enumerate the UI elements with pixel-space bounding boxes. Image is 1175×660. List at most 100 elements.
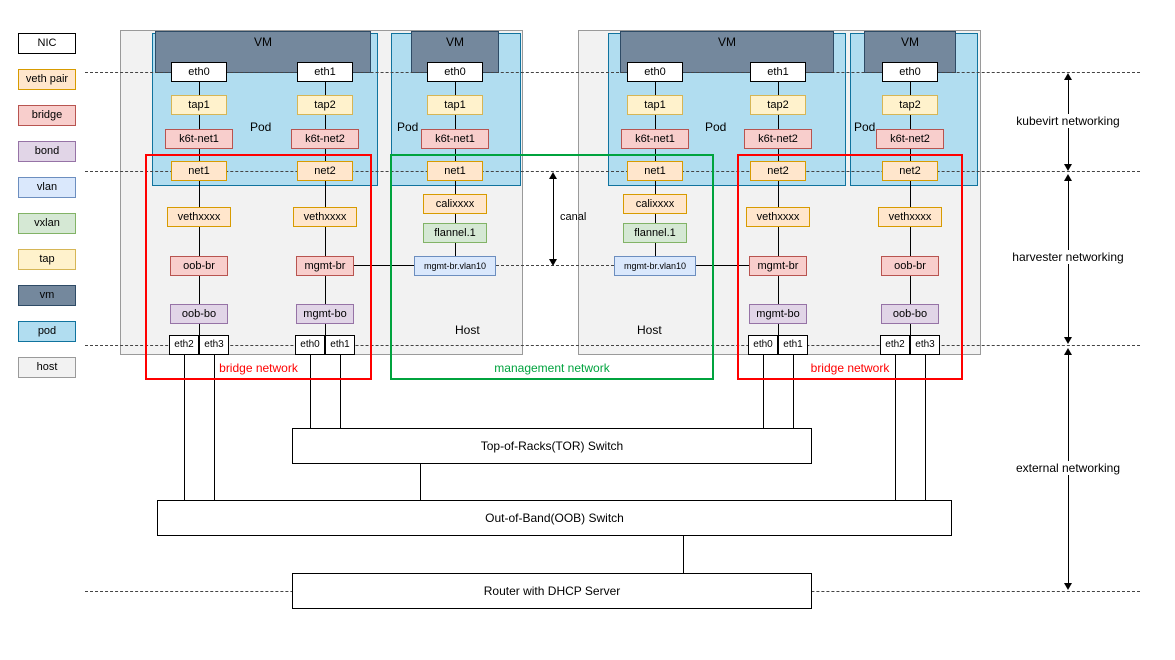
host2-mgmt-path-connector bbox=[778, 227, 779, 256]
host2-oob-path-connector bbox=[910, 115, 911, 129]
pod-c-label: Pod bbox=[705, 120, 727, 134]
vm-3-label: VM bbox=[718, 35, 736, 49]
host2-oob-path-eth3-downlink bbox=[925, 355, 926, 500]
host1-oob-path-k6t-net1: k6t-net1 bbox=[165, 129, 233, 149]
host2-oob-path-connector bbox=[910, 82, 911, 95]
host2-canal-path-mgmt-br.vlan10: mgmt-br.vlan10 bbox=[614, 256, 696, 276]
host2-canal-path-net1: net1 bbox=[627, 161, 683, 181]
host2-oob-path-tap2: tap2 bbox=[882, 95, 938, 115]
bridge-network-overlay-right: bridge network bbox=[737, 154, 963, 380]
host2-canal-path-tap1: tap1 bbox=[627, 95, 683, 115]
host1-canal-path-connector bbox=[455, 243, 456, 256]
kubevirt-arrow-down-icon bbox=[1064, 164, 1072, 171]
harvester-networking-label: harvester networking bbox=[1008, 250, 1128, 264]
harvester-arrow-up-icon bbox=[1064, 174, 1072, 181]
management-network-label: management network bbox=[494, 361, 610, 375]
host-1-label: Host bbox=[455, 323, 480, 337]
host1-mgmt-path-connector bbox=[325, 324, 326, 335]
host1-mgmt-path-net2: net2 bbox=[297, 161, 353, 181]
host2-mgmt-path-eth0-downlink bbox=[763, 355, 764, 428]
router-label: Router with DHCP Server bbox=[483, 584, 621, 598]
canal-arrow-down-icon bbox=[549, 259, 557, 266]
oob-switch-label: Out-of-Band(OOB) Switch bbox=[485, 511, 624, 525]
oob-switch-box: Out-of-Band(OOB) Switch bbox=[157, 500, 952, 536]
host1-canal-path-connector bbox=[455, 181, 456, 194]
legend-item-vxlan: vxlan bbox=[18, 213, 76, 234]
host1-mgmt-path-mgmt-bo: mgmt-bo bbox=[296, 304, 354, 324]
pod-d-label: Pod bbox=[854, 120, 876, 134]
management-network-overlay: management network bbox=[390, 154, 714, 380]
host1-oob-path-eth3: eth3 bbox=[199, 335, 229, 355]
host2-oob-path-connector bbox=[910, 181, 911, 207]
host-2-label: Host bbox=[637, 323, 662, 337]
vm-1-label: VM bbox=[254, 35, 272, 49]
legend-item-bond: bond bbox=[18, 141, 76, 162]
host2-canal-path-connector bbox=[655, 243, 656, 256]
tor-to-oob-link bbox=[420, 464, 421, 500]
host1-canal-path-connector bbox=[455, 82, 456, 95]
host2-canal-path-calixxxx: calixxxx bbox=[623, 194, 687, 214]
host2-canal-path-connector bbox=[655, 115, 656, 129]
host2-mgmt-path-tap2: tap2 bbox=[750, 95, 806, 115]
host2-mgmt-path-k6t-net2: k6t-net2 bbox=[744, 129, 812, 149]
host2-mgmt-path-eth1-downlink bbox=[793, 355, 794, 428]
host2-mgmt-path-connector bbox=[778, 82, 779, 95]
host2-mgmt-path-eth1: eth1 bbox=[750, 62, 806, 82]
host2-oob-path-oob-br: oob-br bbox=[881, 256, 939, 276]
vm-nic-boundary-dashed-line bbox=[85, 72, 1140, 73]
host1-mgmt-path-connector bbox=[325, 115, 326, 129]
host2-mgmt-path-net2: net2 bbox=[750, 161, 806, 181]
host1-oob-path-oob-bo: oob-bo bbox=[170, 304, 228, 324]
router-box: Router with DHCP Server bbox=[292, 573, 812, 609]
tor-switch-box: Top-of-Racks(TOR) Switch bbox=[292, 428, 812, 464]
host1-canal-path-tap1: tap1 bbox=[427, 95, 483, 115]
host2-oob-path-oob-bo: oob-bo bbox=[881, 304, 939, 324]
canal-label: canal bbox=[560, 211, 587, 223]
host1-canal-path-mgmt-br.vlan10: mgmt-br.vlan10 bbox=[414, 256, 496, 276]
legend-item-host: host bbox=[18, 357, 76, 378]
vm-2-label: VM bbox=[446, 35, 464, 49]
host1-oob-path-connector bbox=[199, 115, 200, 129]
host1-mgmt-path-k6t-net2: k6t-net2 bbox=[291, 129, 359, 149]
host2-canal-path-connector bbox=[655, 82, 656, 95]
legend-item-tap: tap bbox=[18, 249, 76, 270]
host2-oob-path-k6t-net2: k6t-net2 bbox=[876, 129, 944, 149]
host1-mgmt-path-eth1: eth1 bbox=[325, 335, 355, 355]
external-arrow-up-icon bbox=[1064, 348, 1072, 355]
host1-mgmt-path-eth0-downlink bbox=[310, 355, 311, 428]
legend-item-pod: pod bbox=[18, 321, 76, 342]
canal-arrow-up-icon bbox=[549, 172, 557, 179]
host1-mgmt-path-connector bbox=[325, 181, 326, 207]
host2-mgmt-path-mgmt-bo: mgmt-bo bbox=[749, 304, 807, 324]
bridge-network-label-right: bridge network bbox=[810, 361, 890, 375]
host1-oob-path-connector bbox=[199, 227, 200, 256]
host2-canal-path-k6t-net1: k6t-net1 bbox=[621, 129, 689, 149]
host2-mgmt-path-connector bbox=[778, 115, 779, 129]
host1-canal-path-k6t-net1: k6t-net1 bbox=[421, 129, 489, 149]
host1-canal-path-calixxxx: calixxxx bbox=[423, 194, 487, 214]
host2-mgmt-path-connector bbox=[778, 276, 779, 304]
host1-mgmt-path-eth0: eth0 bbox=[295, 335, 325, 355]
bridge-network-overlay-left: bridge network bbox=[145, 154, 372, 380]
host1-mgmt-path-connector bbox=[325, 276, 326, 304]
host1-oob-path-eth2-downlink bbox=[184, 355, 185, 500]
host1-mgmt-path-tap2: tap2 bbox=[297, 95, 353, 115]
host2-oob-path-connector bbox=[910, 276, 911, 304]
host1-mgmt-path-mgmt-br: mgmt-br bbox=[296, 256, 354, 276]
host1-mgmt-path-eth1-downlink bbox=[340, 355, 341, 428]
host1-mgmt-path-eth1: eth1 bbox=[297, 62, 353, 82]
kubevirt-arrow-up-icon bbox=[1064, 73, 1072, 80]
host1-mgmt-path-connector bbox=[325, 82, 326, 95]
host1-canal-path-eth0: eth0 bbox=[427, 62, 483, 82]
host2-oob-path-vethxxxx: vethxxxx bbox=[878, 207, 942, 227]
host2-canal-path-connector bbox=[655, 214, 656, 223]
host2-mgmt-path-eth0: eth0 bbox=[748, 335, 778, 355]
mgmt-br-vlan-link-right bbox=[696, 265, 749, 266]
tor-switch-label: Top-of-Racks(TOR) Switch bbox=[480, 439, 624, 453]
host1-oob-path-tap1: tap1 bbox=[171, 95, 227, 115]
host1-oob-path-connector bbox=[199, 181, 200, 207]
host1-oob-path-connector bbox=[199, 82, 200, 95]
oob-to-router-link bbox=[683, 536, 684, 573]
legend-item-veth-pair: veth pair bbox=[18, 69, 76, 90]
external-networking-label: external networking bbox=[1011, 461, 1125, 475]
